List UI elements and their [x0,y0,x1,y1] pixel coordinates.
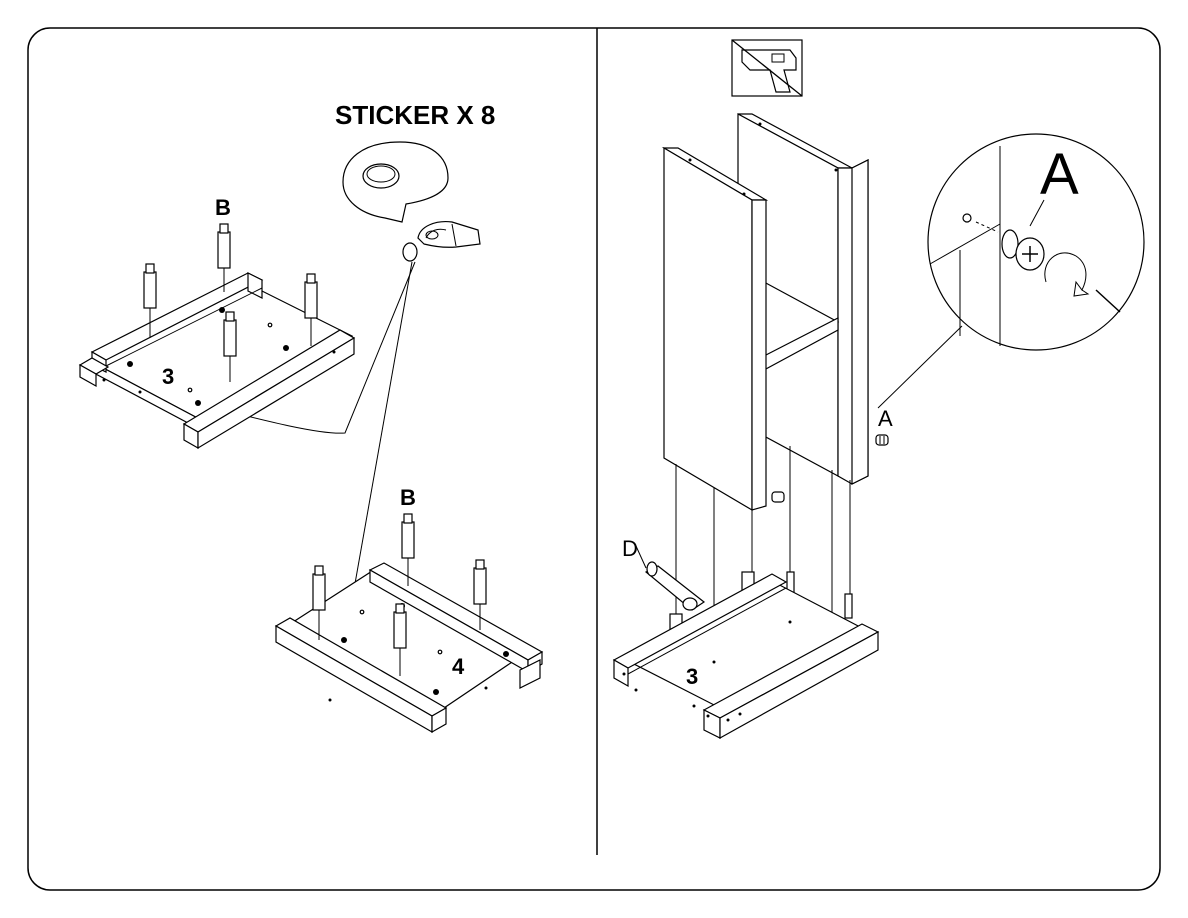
cam-bolt-b-label-left: B [215,195,231,220]
cam-lock-detail-callout [878,134,1144,408]
sticker-bubble [343,142,448,222]
svg-text:B: B [215,195,231,220]
cam-lock [876,435,888,445]
dowel-label: D [622,536,638,561]
part-number-3-left: 3 [162,364,174,389]
part-number-3-right: 3 [686,664,698,689]
side-panel-front [664,148,766,510]
base-board-3-right [614,574,878,738]
cam-lock-callout-label: A [1040,142,1079,207]
part-number-4: 4 [452,654,465,679]
cam-lock [772,492,784,502]
sticker-icon [363,164,399,188]
wood-dowel [636,546,704,610]
svg-text:B: B [400,485,416,510]
no-power-drill-icon [732,40,802,96]
cam-bolt-b-label-lower: B [400,485,416,510]
hand-icon [418,222,480,248]
cam-lock-label: A [878,406,893,431]
cam-bolt [218,224,230,292]
right-panel: A A [614,40,1144,738]
sticker-disc [403,243,417,261]
dowel-pin [845,594,852,618]
left-panel: STICKER X 8 [80,100,542,732]
sticker-count-label: STICKER X 8 [335,100,495,130]
